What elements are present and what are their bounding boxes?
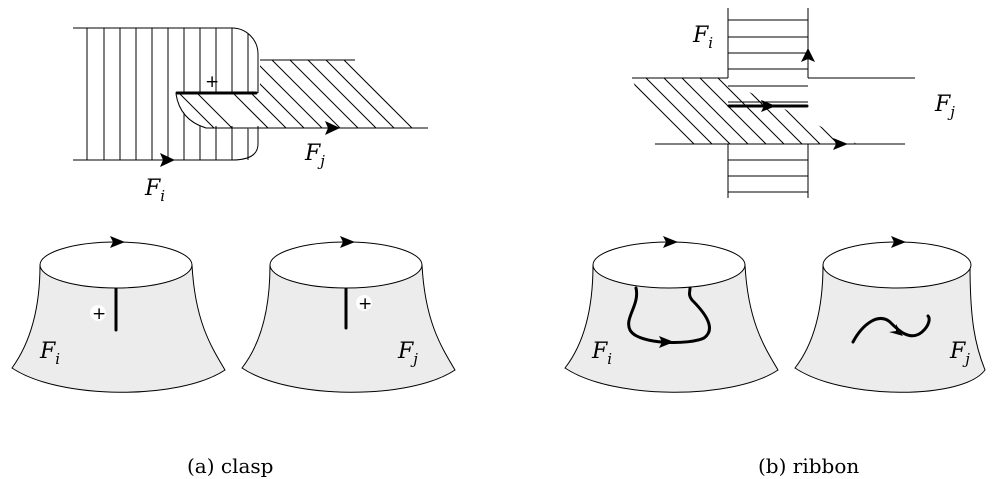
- fi-sheet-outline: [73, 27, 259, 161]
- curve-arrow: [889, 324, 903, 336]
- surface-body: [11, 264, 226, 393]
- surface-top-ellipse: [592, 241, 746, 289]
- clasp-bottom-right-surface: + Fj: [241, 236, 456, 393]
- clasp-plus-sign: +: [205, 72, 219, 92]
- surface-top-arrow: [340, 236, 355, 248]
- clasp-top-diagram: + Fi Fj: [73, 27, 428, 205]
- surface-label-fi: Fi: [39, 339, 60, 368]
- clasp-bottom-left-surface: + Fi: [11, 236, 226, 393]
- ribbon-fi-arrow: [801, 48, 815, 62]
- ribbon-singular-curve: [851, 314, 931, 344]
- caption-ribbon: (b) ribbon: [758, 454, 859, 478]
- loop-arrow: [659, 336, 674, 348]
- surface-top-arrow: [663, 236, 678, 248]
- ribbon-arc-arrow: [761, 100, 776, 112]
- surface-top-arrow: [891, 236, 906, 248]
- ribbon-fj-band-hatch: [632, 78, 857, 144]
- ribbon-top-diagram: Fi Fj: [632, 8, 955, 198]
- clasp-label-fi: Fi: [144, 176, 165, 205]
- plus-bg: [356, 295, 372, 311]
- ribbon-fj-arrow: [833, 138, 848, 150]
- fi-boundary-arrow: [160, 153, 175, 167]
- surface-body: [794, 264, 986, 393]
- fj-sheet-outline: [175, 59, 428, 129]
- surface-body: [564, 264, 779, 393]
- surface-label-fj: Fj: [949, 339, 970, 368]
- surface-body: [241, 264, 456, 393]
- ribbon-label-fi: Fi: [692, 23, 713, 52]
- surface-label-fj: Fj: [397, 339, 418, 368]
- caption-clasp: (a) clasp: [187, 454, 273, 478]
- plus-bg: [90, 305, 106, 321]
- surface-plus-sign: +: [92, 304, 106, 324]
- ribbon-label-fj: Fj: [934, 92, 955, 121]
- ribbon-bottom-right-surface: Fj: [794, 236, 986, 393]
- ribbon-bottom-left-surface: Fi: [564, 236, 779, 393]
- surface-plus-sign: +: [358, 294, 372, 314]
- fi-sheet-hatch: [86, 28, 249, 160]
- surface-top-ellipse: [39, 241, 193, 289]
- surface-top-arrow: [110, 236, 125, 248]
- surface-top-ellipse: [269, 241, 423, 289]
- ribbon-singular-loop: [627, 286, 711, 345]
- fj-boundary-arrow: [325, 121, 340, 135]
- surface-label-fi: Fi: [591, 339, 612, 368]
- surface-top-ellipse: [822, 241, 972, 289]
- clasp-label-fj: Fj: [304, 141, 325, 170]
